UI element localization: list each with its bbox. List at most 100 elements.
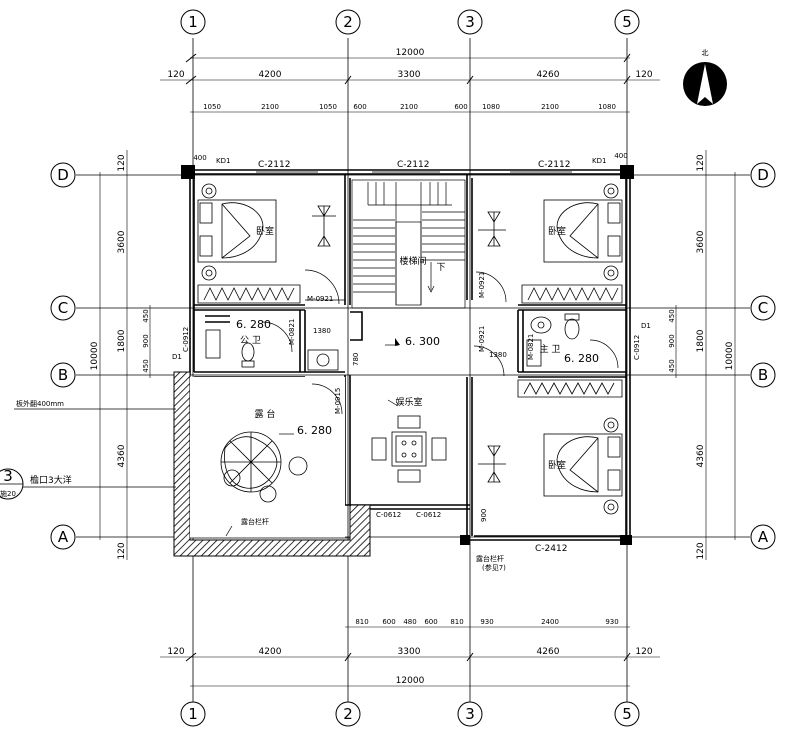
north-label: 北 <box>702 49 709 57</box>
axis-label: 2 <box>343 705 353 723</box>
detail-text: 檐口3大洋 <box>30 474 72 486</box>
window-tag: C-0612 <box>416 511 441 519</box>
dimensions-top: 12000 120 4200 3300 4260 120 1050 2100 1… <box>160 48 660 162</box>
north-arrow: 北 <box>683 49 727 106</box>
kd-tag: KD1 <box>592 157 606 165</box>
dim-bay: 1800 <box>117 329 127 352</box>
dim-edge: 120 <box>117 542 127 559</box>
window-tag: C-2412 <box>535 544 567 554</box>
room-label: 卧室 <box>256 225 274 237</box>
railing-tag: 露台栏杆 <box>476 554 504 563</box>
dim-opening: 600 <box>424 618 437 626</box>
stair-label: 楼梯间 <box>399 255 426 267</box>
dim-opening: 1050 <box>203 103 221 111</box>
axis-label: 3 <box>465 13 475 31</box>
dim-opening: 480 <box>403 618 416 626</box>
dim-bay: 3300 <box>398 647 421 657</box>
axis-label: A <box>758 528 769 546</box>
door-tag: M-0921 <box>478 326 486 352</box>
dim-edge: 120 <box>167 647 184 657</box>
detail-ref: 施20 <box>0 489 16 498</box>
dimensions-right: 10000 120 3600 1800 4360 120 450 900 450 <box>668 150 736 560</box>
public-bathroom: 6. 280 公 卫 <box>205 318 339 371</box>
door-tag: M-0821 <box>527 334 535 360</box>
room-label: 露 台 <box>255 408 276 420</box>
dim-opening: 930 <box>480 618 493 626</box>
dim-bay: 4200 <box>259 70 282 80</box>
room-label: 娱乐室 <box>395 396 422 408</box>
dim-small: 450 <box>142 359 150 372</box>
axis-label: 1 <box>188 705 198 723</box>
dim-small: 450 <box>668 309 676 322</box>
dim-bay: 4360 <box>117 444 127 467</box>
dim-total: 10000 <box>725 341 735 370</box>
dim-small: 1380 <box>313 327 331 335</box>
kd-tag: KD1 <box>216 157 230 165</box>
dim-total: 12000 <box>396 676 425 686</box>
dim-corner: 400 <box>614 152 627 160</box>
dim-edge: 120 <box>167 70 184 80</box>
dim-bay: 3300 <box>398 70 421 80</box>
dim-opening: 2100 <box>261 103 279 111</box>
terrace: 露 台 6. 280 露台栏杆 <box>220 383 343 537</box>
dimensions-left: 10000 120 3600 1800 4360 120 450 900 450 <box>90 150 151 560</box>
dim-corner: 400 <box>193 154 206 162</box>
axis-label: C <box>758 299 768 317</box>
dim-small: 900 <box>668 334 676 347</box>
axis-label: 5 <box>622 705 632 723</box>
bedroom-se: 卧室 <box>473 345 623 515</box>
window-tag: C-2112 <box>258 160 290 170</box>
dim-small: 900 <box>480 509 488 522</box>
room-label: 主 卫 <box>540 343 561 355</box>
dim-opening: 1050 <box>319 103 337 111</box>
room-label: 卧室 <box>548 225 566 237</box>
dim-opening: 600 <box>454 103 467 111</box>
dim-opening: 810 <box>355 618 368 626</box>
bedroom-ne: 卧室 <box>475 183 623 304</box>
window-tag: C-2112 <box>538 160 570 170</box>
dim-bay: 4260 <box>537 647 560 657</box>
door-tag: M-0921 <box>307 295 333 303</box>
room-elevation: 6. 280 <box>236 318 271 331</box>
dim-bay: 4260 <box>537 70 560 80</box>
window-tag: C-0612 <box>376 511 401 519</box>
hall: 6. 300 <box>385 335 440 348</box>
dim-edge: 120 <box>696 542 706 559</box>
dim-edge: 120 <box>635 70 652 80</box>
dim-total: 10000 <box>90 341 100 370</box>
room-elevation: 6. 300 <box>405 335 440 348</box>
dim-small: 900 <box>142 334 150 347</box>
d1-tag: D1 <box>172 353 182 361</box>
window-tag: C-0912 <box>182 327 190 352</box>
dim-total: 12000 <box>396 48 425 58</box>
dim-small: 450 <box>668 359 676 372</box>
window-tag: C-2112 <box>397 160 429 170</box>
dim-opening: 1080 <box>482 103 500 111</box>
room-elevation: 6. 280 <box>564 352 599 365</box>
axis-bubbles-left: D C B A <box>50 162 76 550</box>
window-tag: C-0912 <box>633 335 641 360</box>
terrace-parapet <box>173 371 371 557</box>
axis-label: 2 <box>343 13 353 31</box>
dimensions-bottom: 810 600 480 600 810 930 2400 930 120 420… <box>160 618 660 687</box>
dim-opening: 600 <box>382 618 395 626</box>
room-label: 公 卫 <box>240 335 261 346</box>
d1-tag: D1 <box>641 322 651 330</box>
dim-opening: 2100 <box>400 103 418 111</box>
dim-opening: 2100 <box>541 103 559 111</box>
dim-bay: 4200 <box>259 647 282 657</box>
detail-number: 3 <box>3 467 13 485</box>
dim-opening: 930 <box>605 618 618 626</box>
railing-tag: 露台栏杆 <box>241 517 269 526</box>
exterior-walls <box>181 165 634 545</box>
entertainment-room: 娱乐室 <box>371 396 447 483</box>
axis-bubbles-bottom: 1 2 3 5 <box>180 701 640 727</box>
dim-edge: 120 <box>696 154 706 171</box>
door-tag: M-0821 <box>288 319 296 345</box>
axis-label: B <box>58 366 68 384</box>
room-label: 卧室 <box>548 459 566 471</box>
door-tag: M-0915 <box>334 388 342 414</box>
dim-bay: 4360 <box>696 444 706 467</box>
axis-label: 3 <box>465 705 475 723</box>
